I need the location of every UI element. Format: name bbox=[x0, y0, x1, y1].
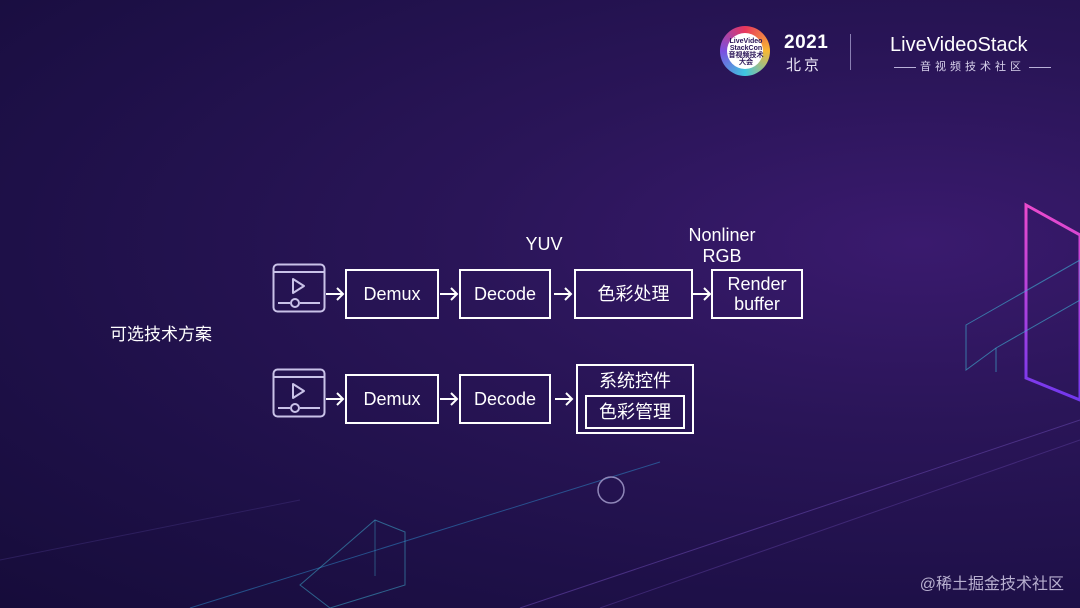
event-logo-text: LiveVideo StackCon 音视频技术大会 bbox=[728, 38, 764, 66]
color-management-box: 色彩管理 bbox=[585, 395, 685, 429]
arrow-right-icon bbox=[693, 287, 712, 301]
rgb-annotation: RGB bbox=[702, 246, 742, 266]
arrow-right-icon bbox=[554, 287, 573, 301]
brand-subtitle: 音视频技术社区 bbox=[890, 58, 1055, 74]
side-label: 可选技术方案 bbox=[110, 325, 212, 344]
arrow-right-icon bbox=[555, 392, 574, 406]
render-buffer-line1: Render bbox=[727, 274, 787, 294]
demux-box: Demux bbox=[345, 269, 439, 319]
render-buffer-line2: buffer bbox=[734, 294, 780, 314]
video-player-icon bbox=[272, 368, 326, 418]
demux-box: Demux bbox=[345, 374, 439, 424]
decode-box: Decode bbox=[459, 374, 551, 424]
event-logo-icon bbox=[720, 26, 770, 76]
header-branding: LiveVideo StackCon 音视频技术大会 2021 北京 LiveV… bbox=[716, 24, 1056, 84]
watermark: @稀土掘金技术社区 bbox=[919, 576, 1064, 593]
yuv-annotation: YUV bbox=[525, 234, 563, 254]
header-divider bbox=[850, 34, 851, 70]
decode-box: Decode bbox=[459, 269, 551, 319]
color-processing-box: 色彩处理 bbox=[574, 269, 693, 319]
arrow-right-icon bbox=[326, 392, 345, 406]
render-buffer-box: Render buffer bbox=[711, 269, 803, 319]
system-control-box: 系统控件 色彩管理 bbox=[576, 364, 694, 434]
video-player-icon bbox=[272, 263, 326, 313]
event-city: 北京 bbox=[786, 57, 823, 74]
brand-name: LiveVideoStack bbox=[890, 34, 1028, 56]
arrow-right-icon bbox=[440, 287, 459, 301]
system-control-label: 系统控件 bbox=[599, 371, 671, 391]
arrow-right-icon bbox=[326, 287, 345, 301]
nonliner-annotation: Nonliner bbox=[688, 225, 756, 245]
event-year: 2021 bbox=[784, 32, 829, 53]
arrow-right-icon bbox=[440, 392, 459, 406]
